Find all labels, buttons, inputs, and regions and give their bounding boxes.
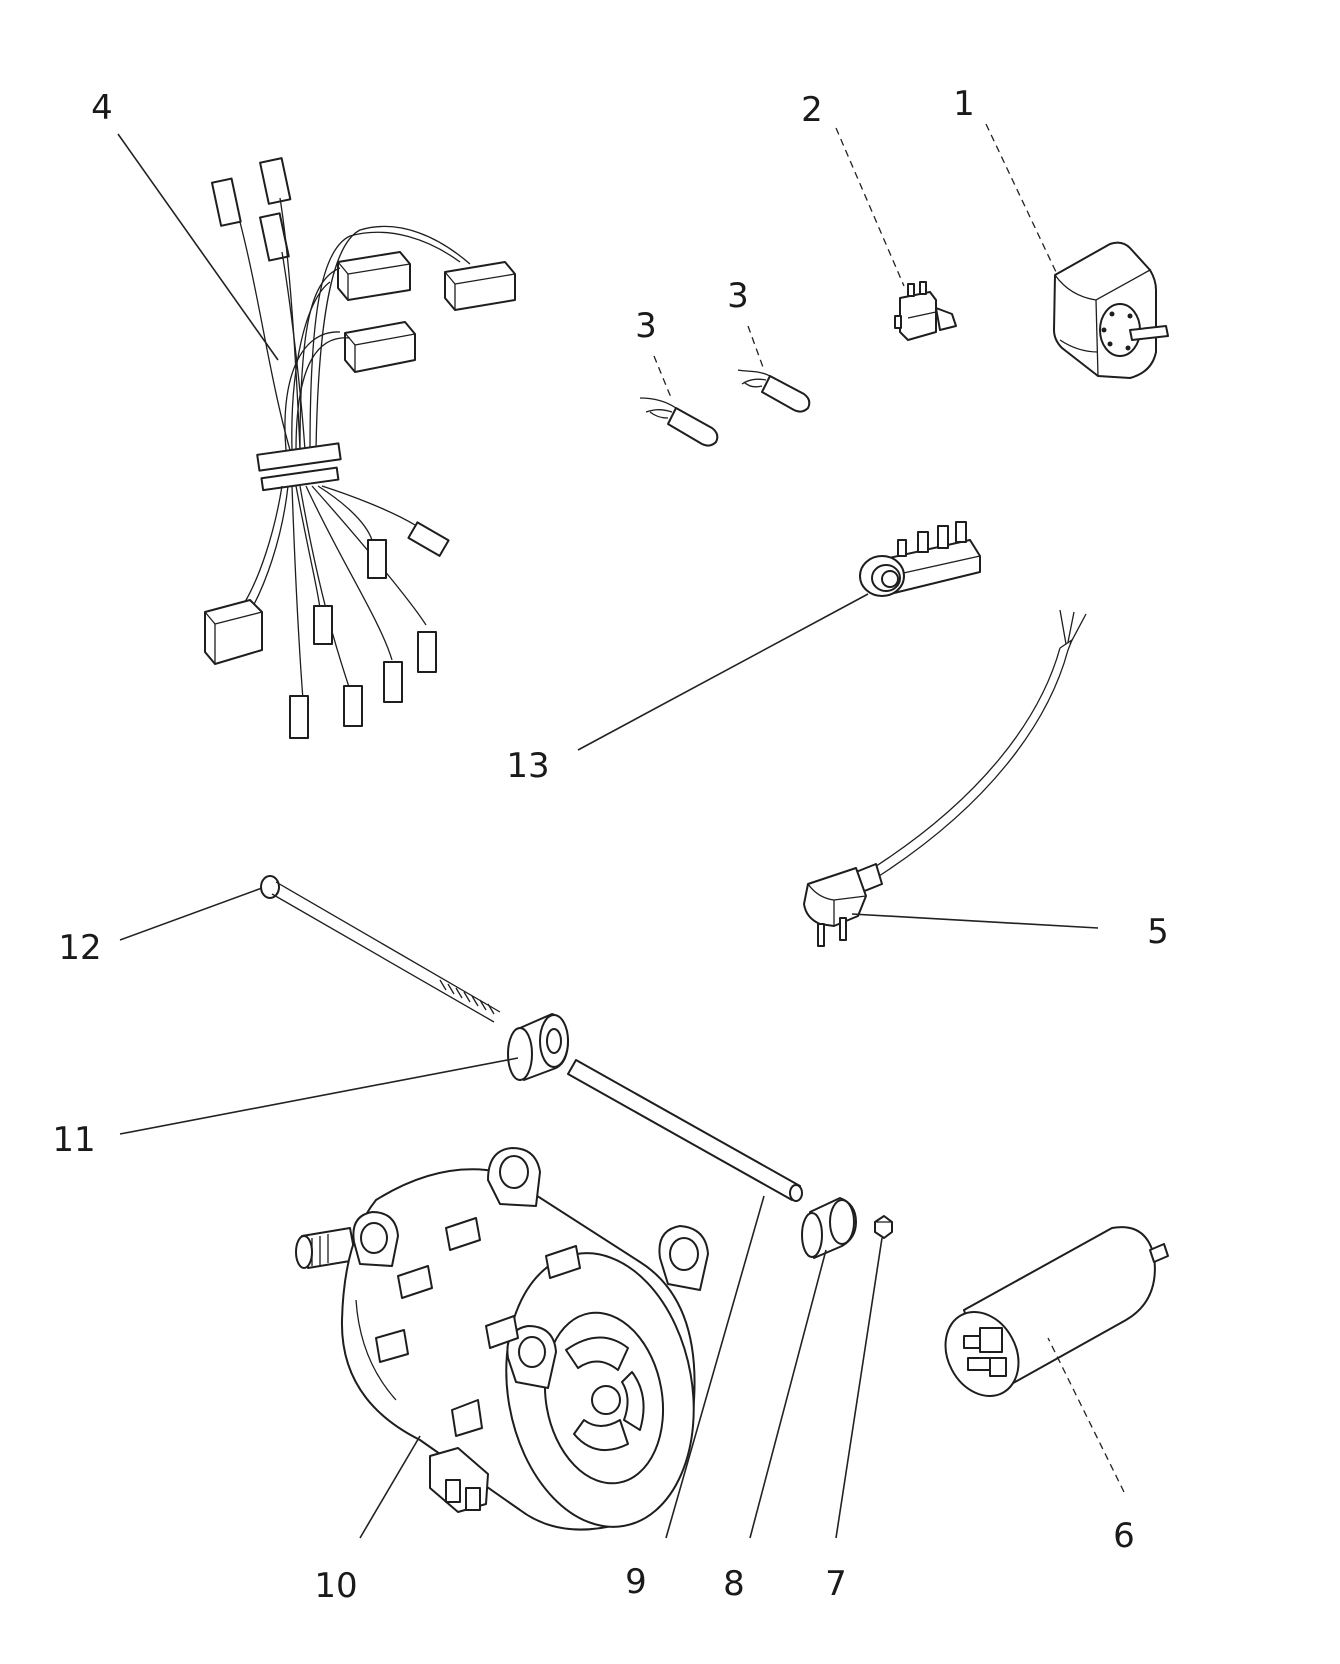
bushing-left [507, 1013, 569, 1081]
callout-3-right: 3 [727, 276, 749, 316]
timer [1053, 241, 1169, 379]
callout-10: 10 [314, 1566, 358, 1606]
callout-5: 5 [1147, 912, 1169, 952]
callout-9: 9 [625, 1562, 647, 1602]
callout-2: 2 [801, 90, 823, 130]
callout-11: 11 [52, 1120, 96, 1160]
switch [894, 281, 957, 341]
sleeve-right [801, 1197, 857, 1259]
callout-3-left: 3 [635, 306, 657, 346]
harness-block-2 [444, 261, 516, 311]
callout-12: 12 [58, 928, 102, 968]
pushbutton-switch [859, 521, 981, 597]
callout-4: 4 [91, 88, 113, 128]
rod [567, 1059, 803, 1202]
capacitor [944, 1226, 1169, 1398]
callout-6: 6 [1113, 1516, 1135, 1556]
callout-7: 7 [825, 1564, 847, 1604]
leader-lines [117, 123, 1125, 1539]
wiring-harness [204, 157, 516, 739]
motor [295, 1147, 709, 1531]
callout-8: 8 [723, 1564, 745, 1604]
bolt [260, 875, 501, 1023]
harness-box-lower [204, 599, 263, 665]
fuse-right [737, 369, 811, 413]
power-cord [803, 609, 1087, 947]
harness-block-1 [337, 251, 411, 301]
fuse-left [639, 397, 719, 447]
callout-13: 13 [506, 746, 550, 786]
nut [874, 1215, 893, 1239]
harness-block-3 [344, 321, 416, 373]
callout-1: 1 [953, 84, 975, 124]
